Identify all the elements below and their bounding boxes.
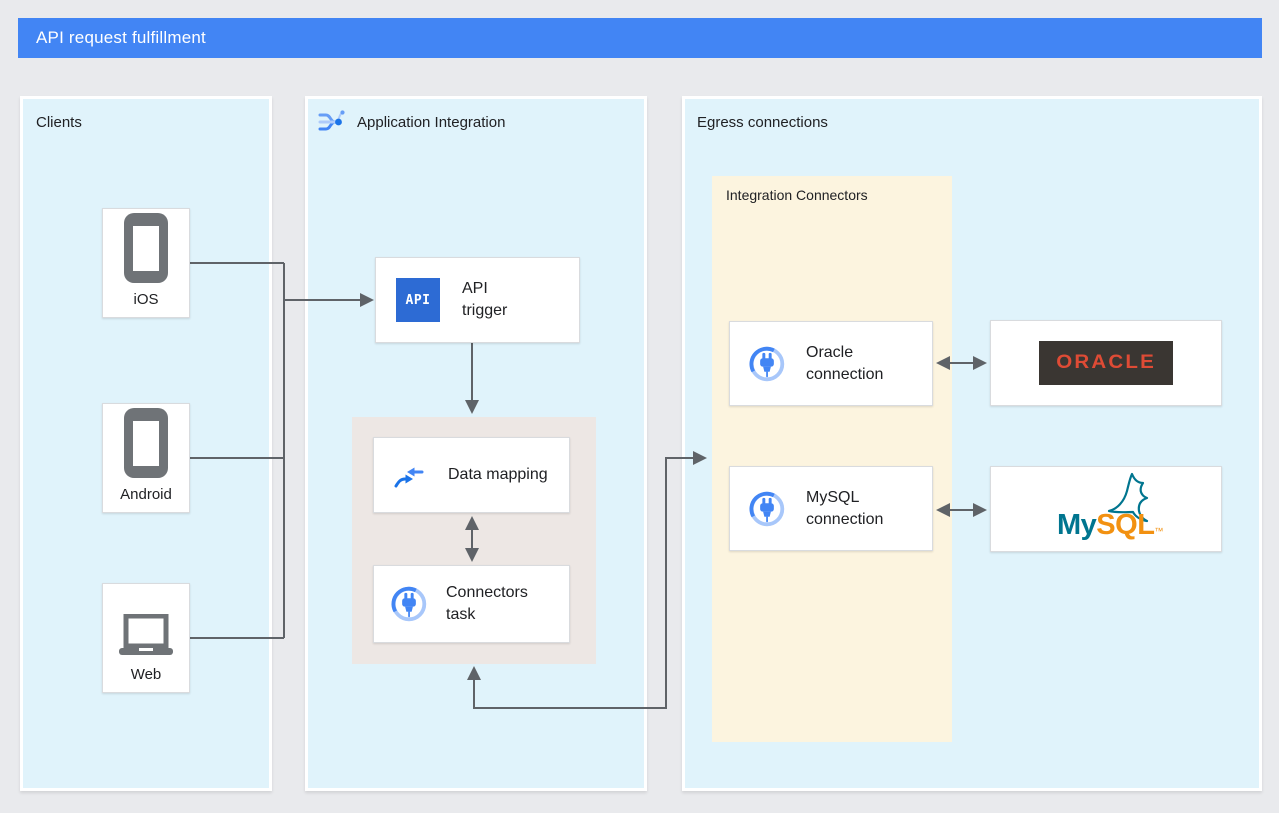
oracle-connection-node: Oracle connection — [729, 321, 933, 406]
bottom-strip — [0, 813, 1279, 820]
connectors-task-label: Connectors task — [446, 584, 528, 623]
oracle-connection-label: Oracle connection — [806, 343, 884, 383]
mysql-dolphin-icon — [1107, 472, 1149, 523]
panel-application-integration-title: Application Integration — [357, 114, 506, 131]
data-mapping-label: Data mapping — [448, 466, 548, 484]
client-label: Android — [120, 486, 172, 503]
connector-plug-icon — [391, 586, 427, 622]
application-integration-icon — [318, 110, 345, 131]
api-trigger-icon: API — [396, 278, 440, 322]
client-node-android: Android — [102, 403, 190, 513]
oracle-system-node: ORACLE — [990, 320, 1222, 406]
client-label: iOS — [133, 291, 159, 308]
panel-egress-connections-title: Egress connections — [697, 114, 828, 131]
client-label: Web — [130, 666, 162, 683]
smartphone-icon — [124, 213, 168, 283]
api-trigger-label: API trigger — [462, 280, 508, 319]
smartphone-icon — [124, 408, 168, 478]
mysql-logo-sql: SQL — [1096, 509, 1155, 541]
api-trigger-node: API API trigger — [375, 257, 580, 343]
oracle-logo: ORACLE — [1039, 341, 1173, 385]
mysql-connection-label: MySQL connection — [806, 488, 884, 528]
data-mapping-node: Data mapping — [373, 437, 570, 513]
mysql-system-node: MySQL™ — [990, 466, 1222, 552]
panel-clients-title: Clients — [36, 114, 82, 131]
oracle-logo-text: ORACLE — [1056, 352, 1156, 373]
mysql-connection-node: MySQL connection — [729, 466, 933, 551]
mysql-logo-tm: ™ — [1154, 526, 1163, 536]
connector-plug-icon — [749, 491, 785, 526]
integration-connectors-group-title: Integration Connectors — [726, 187, 868, 203]
integration-connectors-group — [712, 176, 952, 742]
diagram-title-banner: API request fulfillment — [18, 18, 1262, 58]
client-node-web: Web — [102, 583, 190, 693]
diagram-title: API request fulfillment — [36, 28, 206, 47]
laptop-icon — [119, 614, 173, 655]
mysql-logo: MySQL™ — [1057, 509, 1163, 542]
connector-plug-icon — [749, 346, 785, 381]
connectors-task-node: Connectors task — [373, 565, 570, 643]
client-node-ios: iOS — [102, 208, 190, 318]
mysql-logo-my: My — [1057, 509, 1097, 541]
data-mapping-icon — [394, 467, 424, 488]
